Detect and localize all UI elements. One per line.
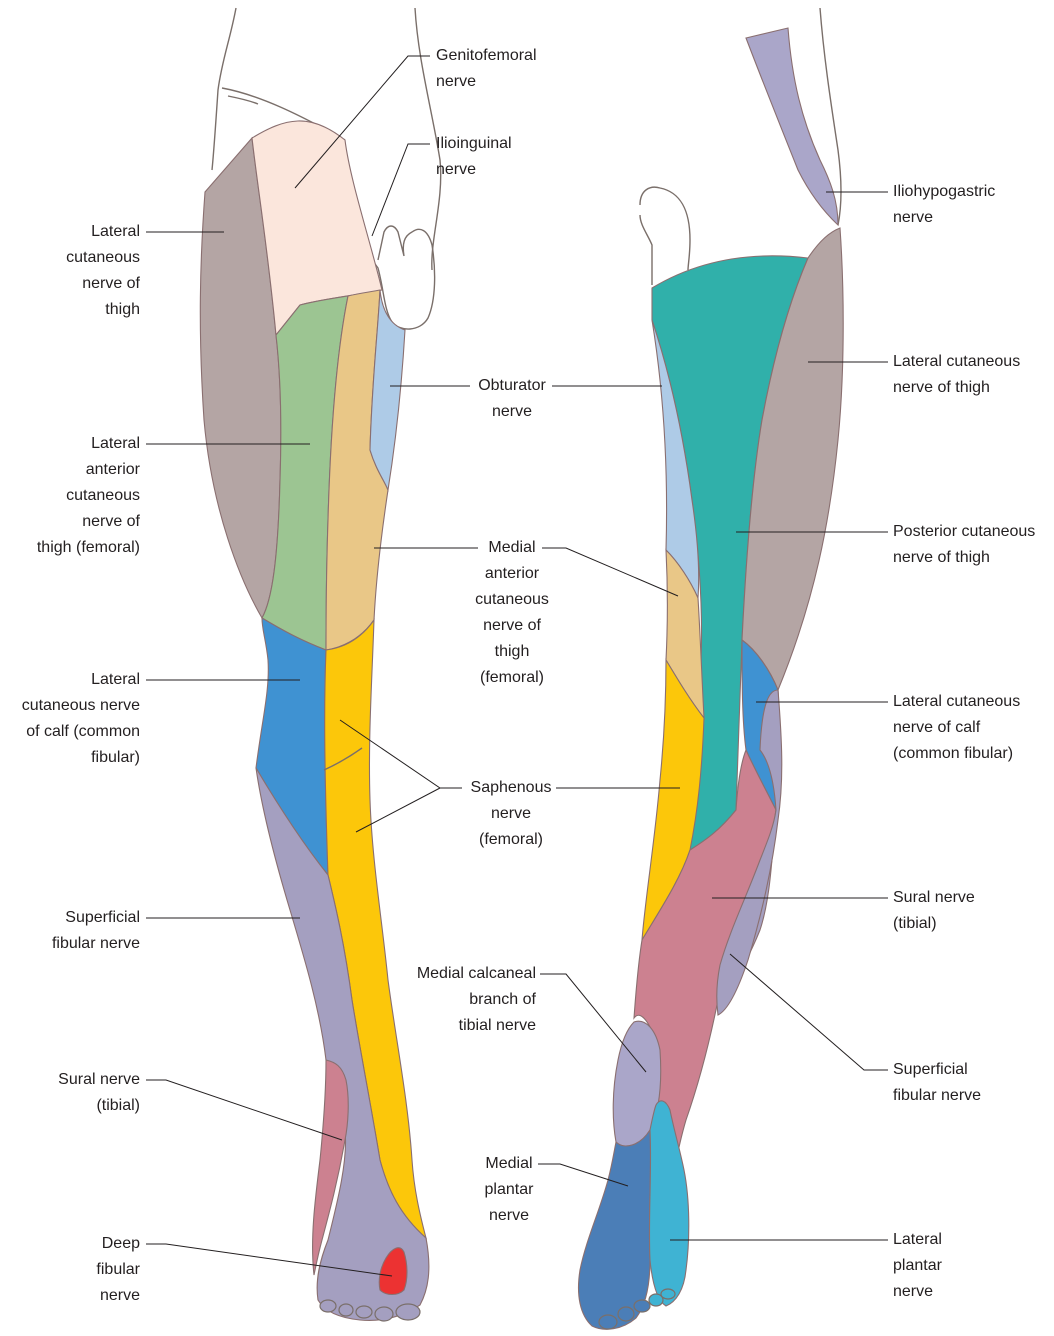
- leader-sural-left: [146, 1080, 342, 1140]
- label-saphenous: Saphenous nerve (femoral): [456, 775, 566, 853]
- label-sural-right: Sural nerve (tibial): [893, 885, 975, 937]
- label-lateral-cutaneous-thigh-right: Lateral cutaneous nerve of thigh: [893, 349, 1020, 401]
- label-iliohypogastric: Iliohypogastric nerve: [893, 179, 995, 231]
- label-posterior-cutaneous-thigh: Posterior cutaneous nerve of thigh: [893, 519, 1035, 571]
- label-genitofemoral: Genitofemoral nerve: [436, 43, 537, 95]
- label-superficial-fibular-right: Superficial fibular nerve: [893, 1057, 981, 1109]
- region-medial-plantar: [579, 1130, 651, 1329]
- label-lateral-anterior-femoral: Lateral anterior cutaneous nerve of thig…: [37, 431, 140, 561]
- label-lateral-cutaneous-thigh-left: Lateral cutaneous nerve of thigh: [66, 219, 140, 323]
- label-medial-anterior-femoral: Medial anterior cutaneous nerve of thigh…: [460, 535, 564, 691]
- label-ilioinguinal: Ilioinguinal nerve: [436, 131, 512, 183]
- posterior-leg: [579, 8, 844, 1329]
- leader-superficial-fibular-right: [730, 954, 888, 1070]
- region-iliohypogastric: [746, 28, 838, 225]
- label-medial-plantar: Medial plantar nerve: [470, 1151, 548, 1229]
- anterior-leg: [200, 8, 440, 1321]
- label-sural-left: Sural nerve (tibial): [58, 1067, 140, 1119]
- buttock-outline: [640, 215, 652, 285]
- buttock-curve: [640, 187, 690, 270]
- leader-ilioinguinal: [372, 144, 430, 236]
- label-lateral-cutaneous-calf-left: Lateral cutaneous nerve of calf (common …: [22, 667, 140, 771]
- label-lateral-cutaneous-calf-right: Lateral cutaneous nerve of calf (common …: [893, 689, 1020, 767]
- label-superficial-fibular-left: Superficial fibular nerve: [52, 905, 140, 957]
- label-deep-fibular: Deep fibular nerve: [96, 1231, 140, 1309]
- label-medial-calcaneal: Medial calcaneal branch of tibial nerve: [417, 961, 536, 1039]
- label-lateral-plantar: Lateral plantar nerve: [893, 1227, 942, 1305]
- waist-crease: [228, 96, 258, 104]
- label-obturator: Obturator nerve: [460, 373, 564, 425]
